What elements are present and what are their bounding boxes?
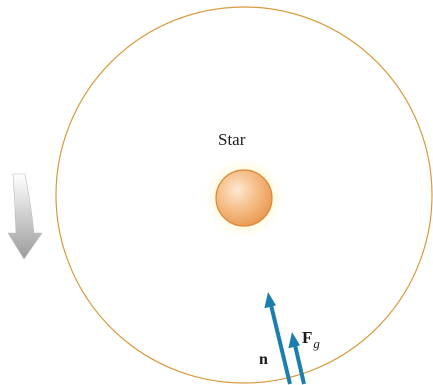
star (215, 169, 273, 227)
normal-force-label: n (259, 351, 268, 368)
normal-force-arrow (269, 304, 292, 385)
gravity-force-arrow (293, 344, 306, 385)
orbit-ring (55, 6, 433, 384)
gravity-force-label: Fg (302, 328, 320, 351)
gravity-force-arrowhead-icon (288, 332, 300, 349)
gravity-force-subscript: g (313, 336, 320, 351)
rotation-arrow-icon (7, 173, 43, 260)
gravity-force-symbol: F (302, 328, 313, 347)
star-label: Star (218, 130, 246, 149)
normal-force-arrowhead-icon (264, 292, 276, 309)
